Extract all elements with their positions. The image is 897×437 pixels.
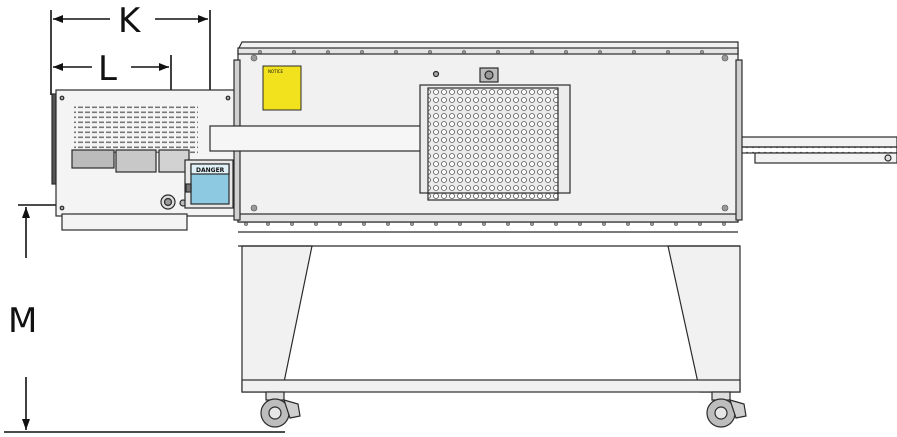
control-box <box>51 89 239 231</box>
caster-right <box>706 391 747 428</box>
dimension-l-label: L <box>98 49 117 89</box>
frame-rivets <box>244 50 729 226</box>
oven-body <box>209 41 743 233</box>
notice-label: NOTICE <box>262 65 302 111</box>
caster-left <box>260 391 301 428</box>
dimension-k-label: K <box>118 1 142 41</box>
dimension-k: K <box>50 1 211 140</box>
oven-stand <box>238 245 741 393</box>
danger-panel: DANGER <box>184 159 234 209</box>
dimension-m: M <box>4 204 285 433</box>
conveyor-extension <box>739 136 897 164</box>
danger-label: DANGER <box>196 167 225 174</box>
dimension-m-label: M <box>8 301 37 341</box>
notice-text: NOTICE <box>268 69 284 74</box>
